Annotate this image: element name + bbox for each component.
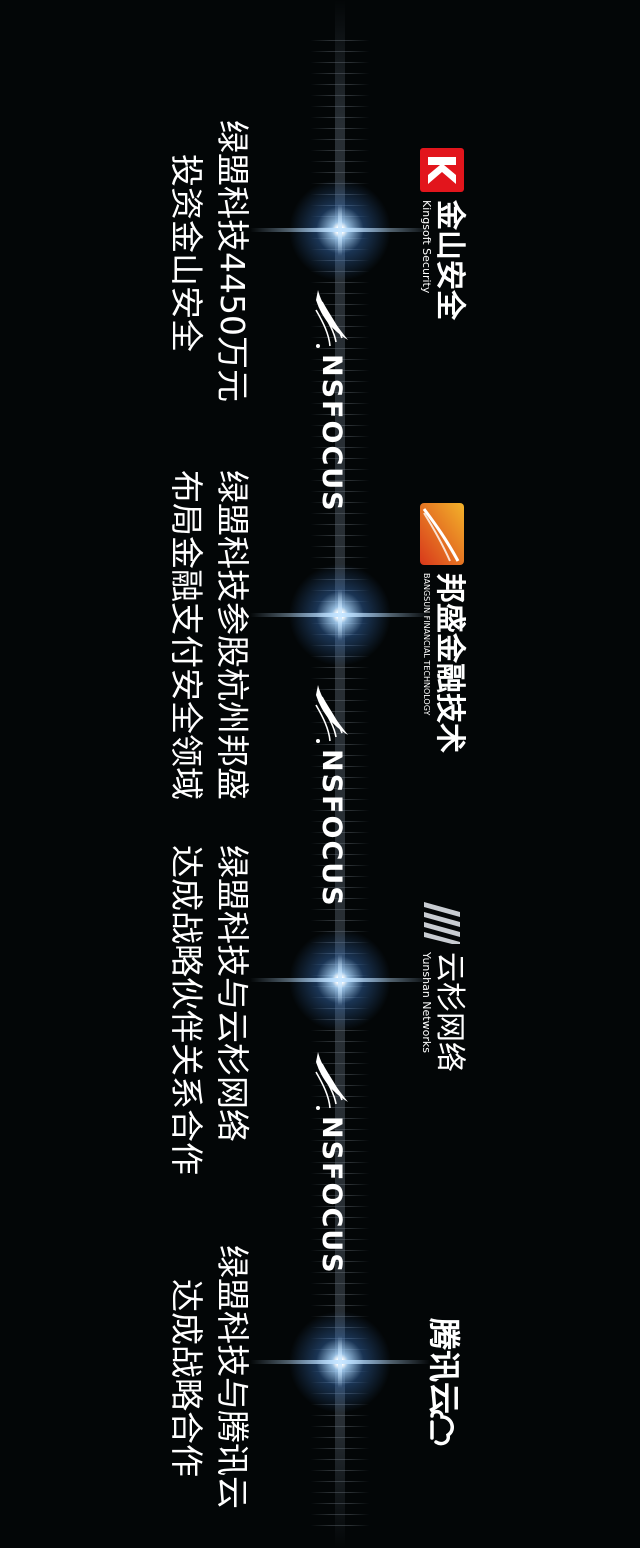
caption-2-line-2: 布局金融支付安全领域: [167, 470, 206, 800]
caption-event-3: 绿盟科技与云杉网络 达成战略伙伴关系合作: [163, 845, 255, 1175]
nsfocus-logo-1: NSFOCUS: [302, 288, 362, 513]
caption-1-line-2: 投资金山安全: [167, 154, 206, 352]
tencent-cloud-icon: [430, 1409, 454, 1446]
caption-event-4: 绿盟科技与腾讯云 达成战略合作: [163, 1245, 255, 1509]
yunshan-stripes-icon: [424, 902, 461, 944]
nsfocus-text-3: NSFOCUS: [316, 1116, 348, 1275]
caption-4-line-2: 达成战略合作: [167, 1279, 206, 1477]
bangsun-name: 邦盛金融技术: [432, 573, 467, 753]
caption-3-line-2: 达成战略伙伴关系合作: [167, 845, 206, 1175]
bangsun-sub: BANGSUN FINANCIAL TECHNOLOGY: [422, 573, 431, 716]
caption-2-line-1: 绿盟科技参股杭州邦盛: [213, 470, 252, 800]
nsfocus-wing-icon: [315, 1052, 348, 1110]
caption-event-1: 绿盟科技4450万元 投资金山安全: [163, 120, 255, 402]
caption-event-2: 绿盟科技参股杭州邦盛 布局金融支付安全领域: [163, 470, 255, 800]
yunshan-sub: Yunshan Networks: [420, 952, 433, 1053]
bangsun-logo: 邦盛金融技术 BANGSUN FINANCIAL TECHNOLOGY: [420, 503, 467, 753]
caption-1-line-1: 绿盟科技4450万元: [213, 120, 252, 402]
caption-4-line-1: 绿盟科技与腾讯云: [213, 1245, 252, 1509]
kingsoft-k-icon: [420, 148, 465, 192]
tencent-name: 腾讯云: [425, 1318, 463, 1415]
caption-3-line-1: 绿盟科技与云杉网络: [213, 845, 252, 1142]
tencent-logo: 腾讯云: [425, 1318, 463, 1448]
kingsoft-sub: Kingsoft Security: [420, 200, 433, 294]
yunshan-name: 云杉网络: [432, 952, 467, 1072]
nsfocus-wing-icon: [315, 290, 348, 348]
nsfocus-logo-3: NSFOCUS: [302, 1050, 362, 1275]
nsfocus-logo-2: NSFOCUS: [302, 683, 362, 908]
bangsun-flame-icon: [420, 503, 465, 565]
nsfocus-wing-icon: [315, 685, 348, 743]
timeline-axis: [335, 0, 345, 1548]
nsfocus-text-2: NSFOCUS: [316, 749, 348, 908]
nsfocus-text-1: NSFOCUS: [316, 354, 348, 513]
kingsoft-name: 金山安全: [432, 200, 467, 320]
yunshan-logo: 云杉网络 Yunshan Networks: [420, 898, 467, 1072]
kingsoft-logo: 金山安全 Kingsoft Security: [420, 148, 467, 320]
